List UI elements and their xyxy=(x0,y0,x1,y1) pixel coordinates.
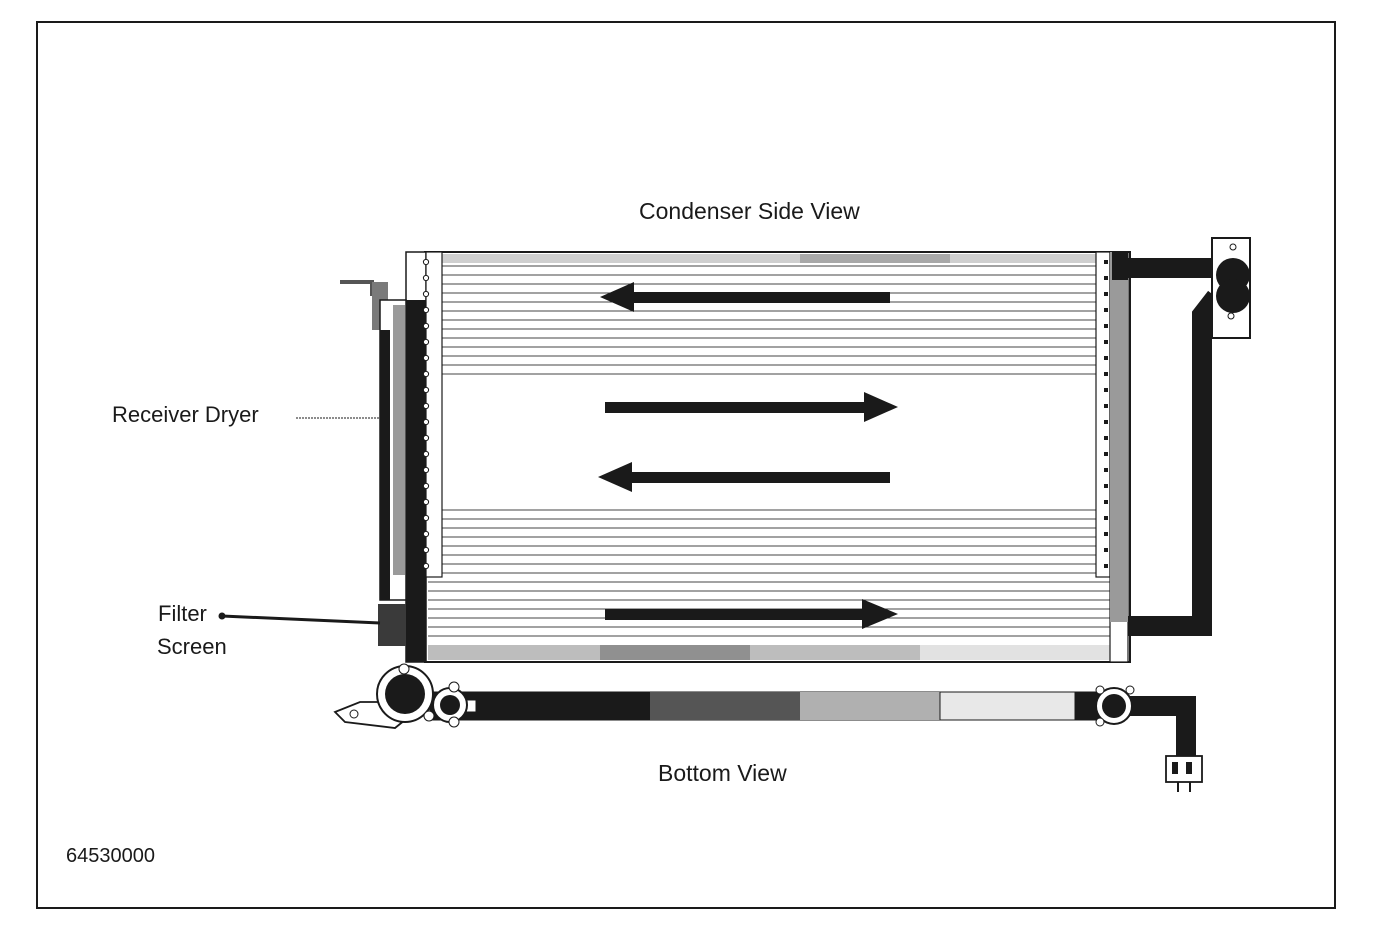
bottom-view-assembly xyxy=(333,663,1203,792)
condenser-core xyxy=(424,251,1131,663)
receiver-dryer xyxy=(340,280,407,646)
side-view-title: Condenser Side View xyxy=(639,198,860,224)
right-header-tank xyxy=(1095,251,1129,663)
figure-number: 64530000 xyxy=(66,845,155,867)
left-header-tank xyxy=(405,251,443,663)
receiver-dryer-label: Receiver Dryer xyxy=(112,402,259,427)
flow-arrows xyxy=(598,282,898,629)
arrow-icon xyxy=(605,599,898,629)
filter-label: Filter xyxy=(158,601,207,626)
leader-lines xyxy=(218,417,381,625)
electrical-connector-icon xyxy=(1165,755,1203,792)
refrigerant-pipe xyxy=(1128,237,1251,636)
screen-label: Screen xyxy=(157,634,227,659)
header-bolts-right xyxy=(1104,260,1108,568)
arrow-icon xyxy=(605,392,898,422)
arrow-icon xyxy=(598,462,890,492)
arrow-icon xyxy=(600,282,890,312)
condenser-fins xyxy=(428,265,1110,637)
diagram-frame xyxy=(36,21,1336,909)
header-bolts-left xyxy=(422,258,430,570)
bottom-view-title: Bottom View xyxy=(658,760,787,786)
